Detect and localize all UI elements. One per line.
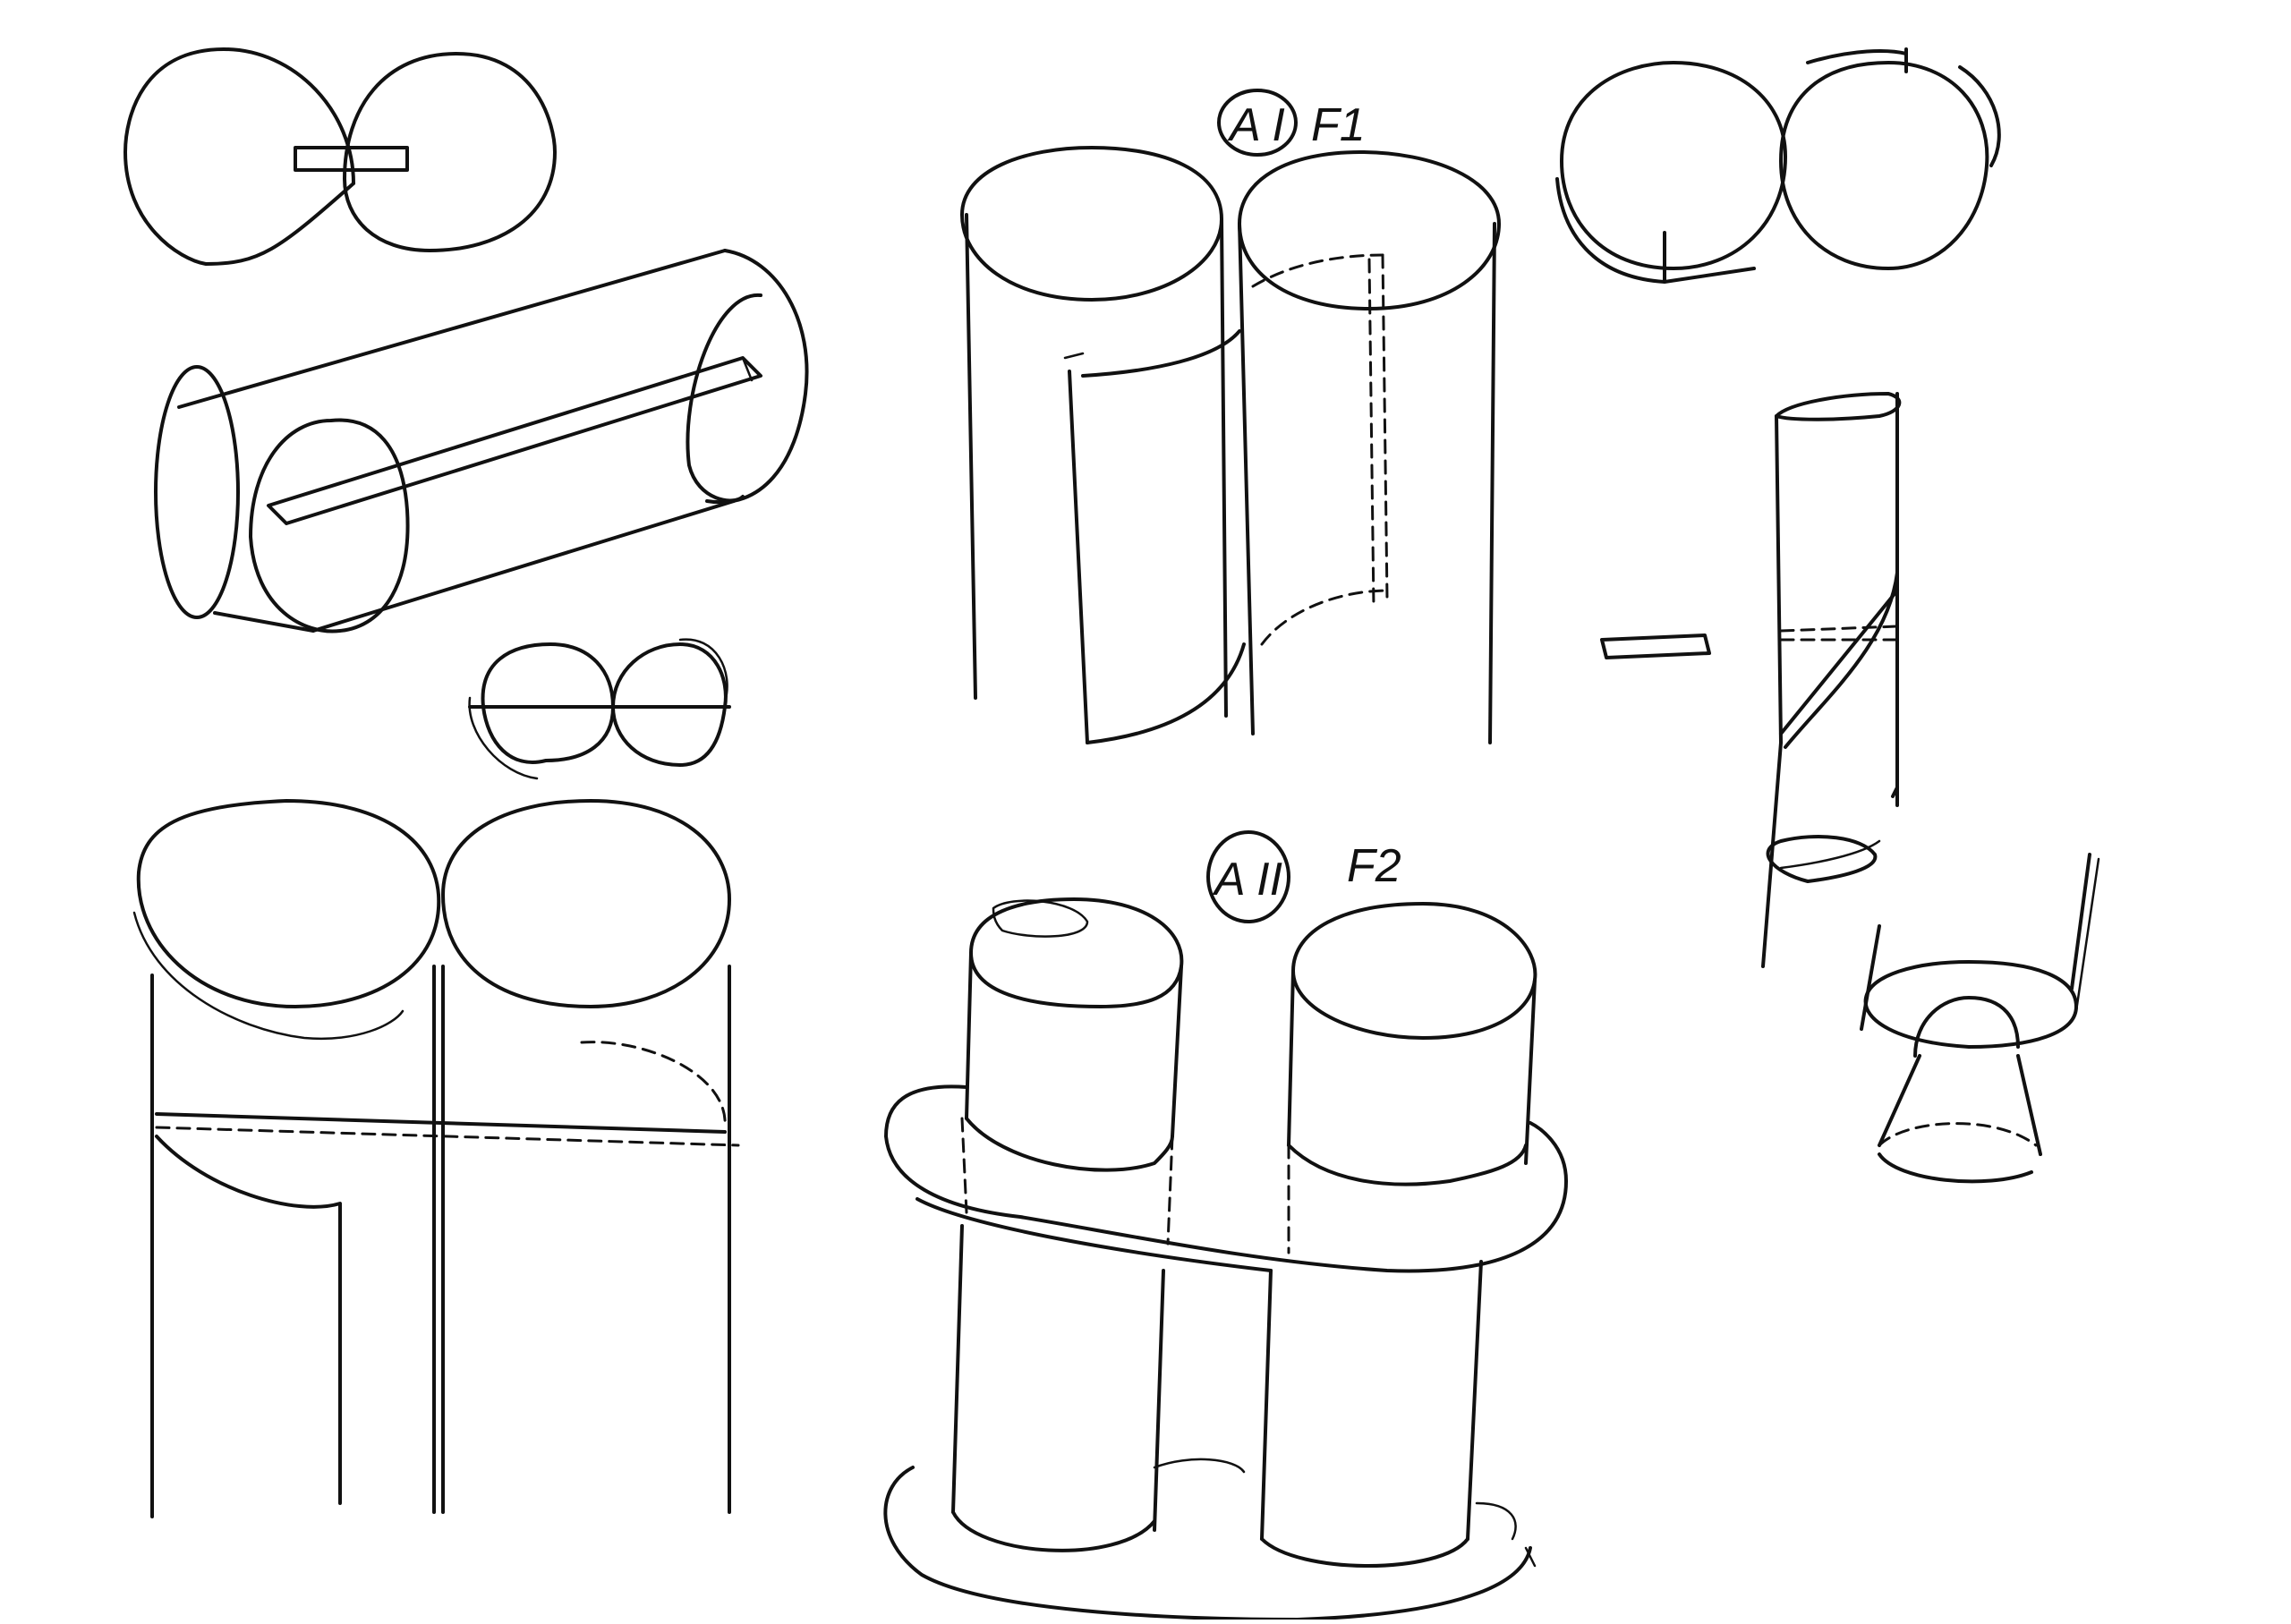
f2-suffix-text: F2 — [1347, 840, 1401, 892]
twin-circles-icon — [468, 638, 731, 780]
f2-circle-text: A II — [1212, 854, 1282, 906]
twin-circles-outlined-icon — [1555, 47, 2001, 284]
f1-circle-text: A I — [1227, 99, 1285, 151]
f2-label: A II F2 — [1206, 830, 1401, 923]
cup-base-icon — [1860, 853, 2100, 1184]
horizontal-cylinder-icon — [154, 249, 809, 633]
pole-with-diagonal-cut-icon — [1600, 392, 1902, 968]
twin-column-stool-icon — [883, 897, 1568, 1621]
f1-suffix-text: F1 — [1311, 99, 1366, 151]
twin-columns-with-cutout-icon — [960, 146, 1501, 744]
twin-columns-icon — [132, 799, 740, 1518]
f1-label: A I F1 — [1217, 89, 1366, 157]
twin-circles-with-connector-icon — [123, 47, 557, 266]
